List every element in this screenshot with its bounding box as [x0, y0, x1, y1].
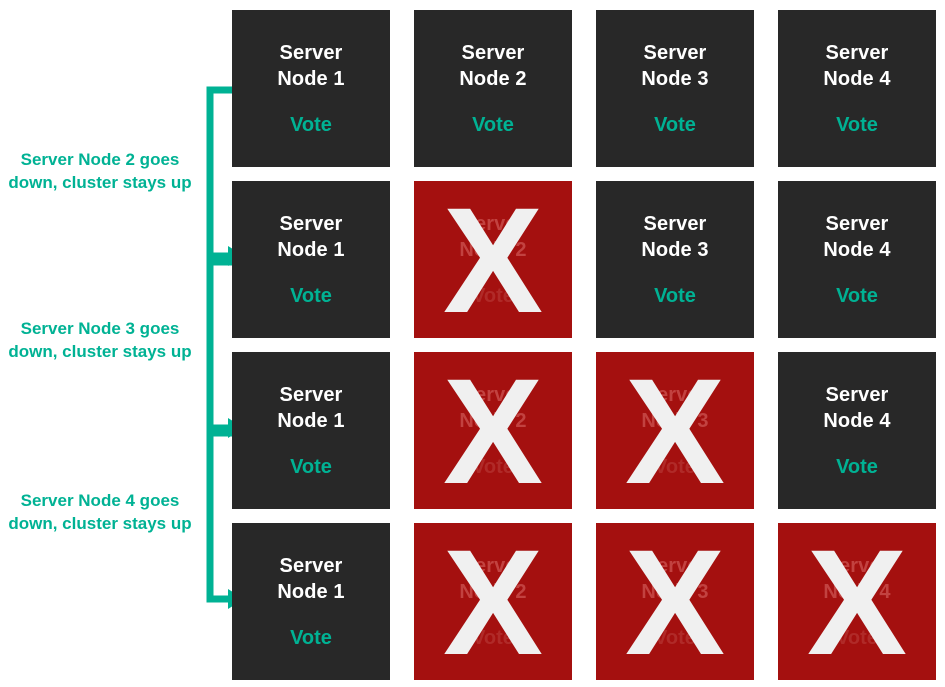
annotation-node2-down: Server Node 2 goes down, cluster stays u…: [8, 150, 192, 193]
node-label: Server Node 2: [459, 554, 527, 603]
node-r2c4[interactable]: Server Node 4 Vote: [778, 181, 936, 338]
node-r2c3[interactable]: Server Node 3 Vote: [596, 181, 754, 338]
node-vote: Vote: [836, 114, 878, 137]
node-vote: Vote: [654, 627, 696, 650]
node-r3c3[interactable]: Server Node 3 Vote X: [596, 352, 754, 509]
node-vote: Vote: [290, 456, 332, 479]
node-label: Server Node 4: [823, 41, 891, 90]
node-vote: Vote: [654, 456, 696, 479]
node-label: Server Node 1: [277, 383, 345, 432]
node-r4c2[interactable]: Server Node 2 Vote X: [414, 523, 572, 680]
node-vote: Vote: [836, 627, 878, 650]
node-vote: Vote: [290, 285, 332, 308]
node-r2c1[interactable]: Server Node 1 Vote: [232, 181, 390, 338]
node-label: Server Node 2: [459, 383, 527, 432]
node-label: Server Node 4: [823, 554, 891, 603]
node-vote: Vote: [472, 285, 514, 308]
node-vote: Vote: [472, 456, 514, 479]
node-label: Server Node 1: [277, 212, 345, 261]
node-r3c1[interactable]: Server Node 1 Vote: [232, 352, 390, 509]
node-label: Server Node 1: [277, 41, 345, 90]
node-r4c3[interactable]: Server Node 3 Vote X: [596, 523, 754, 680]
node-label: Server Node 4: [823, 212, 891, 261]
node-vote: Vote: [472, 114, 514, 137]
node-vote: Vote: [836, 285, 878, 308]
node-vote: Vote: [472, 627, 514, 650]
node-r1c1[interactable]: Server Node 1 Vote: [232, 10, 390, 167]
annotation-node3-down: Server Node 3 goes down, cluster stays u…: [8, 319, 192, 362]
node-vote: Vote: [836, 456, 878, 479]
node-label: Server Node 4: [823, 383, 891, 432]
annotation-node4-down: Server Node 4 goes down, cluster stays u…: [8, 491, 192, 534]
node-r1c3[interactable]: Server Node 3 Vote: [596, 10, 754, 167]
node-label: Server Node 3: [641, 41, 709, 90]
node-label: Server Node 3: [641, 554, 709, 603]
node-r3c2[interactable]: Server Node 2 Vote X: [414, 352, 572, 509]
node-label: Server Node 3: [641, 383, 709, 432]
node-vote: Vote: [290, 627, 332, 650]
node-r2c2[interactable]: Server Node 2 Vote X: [414, 181, 572, 338]
node-r4c1[interactable]: Server Node 1 Vote: [232, 523, 390, 680]
node-r3c4[interactable]: Server Node 4 Vote: [778, 352, 936, 509]
node-vote: Vote: [654, 114, 696, 137]
node-label: Server Node 3: [641, 212, 709, 261]
node-r1c4[interactable]: Server Node 4 Vote: [778, 10, 936, 167]
node-label: Server Node 2: [459, 41, 527, 90]
node-label: Server Node 1: [277, 554, 345, 603]
node-label: Server Node 2: [459, 212, 527, 261]
node-vote: Vote: [290, 114, 332, 137]
node-vote: Vote: [654, 285, 696, 308]
node-r1c2[interactable]: Server Node 2 Vote: [414, 10, 572, 167]
node-r4c4[interactable]: Server Node 4 Vote X: [778, 523, 936, 680]
